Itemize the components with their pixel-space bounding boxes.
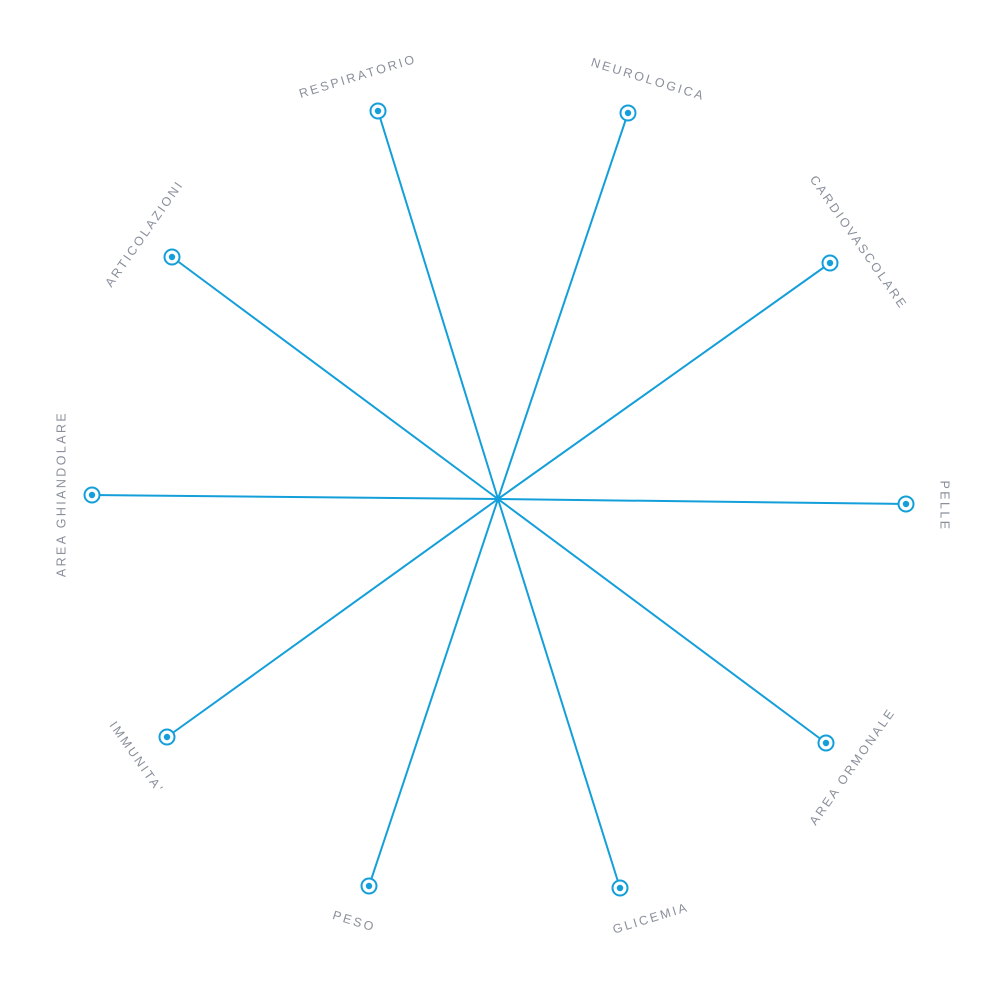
node-dot-peso	[365, 882, 373, 890]
node-dot-articolazioni	[168, 253, 176, 261]
node-dot-glicemia	[616, 884, 624, 892]
node-pelle[interactable]	[897, 495, 915, 513]
node-peso[interactable]	[360, 877, 378, 895]
node-dot-cardiovascolare	[826, 259, 834, 267]
node-glicemia[interactable]	[611, 879, 629, 897]
spokes-group	[91, 110, 907, 889]
node-dot-respiratorio	[374, 107, 382, 115]
spoke-articolazioni	[171, 256, 499, 500]
node-dot-area-ormonale	[822, 739, 830, 747]
node-area-ghiandolare[interactable]	[83, 486, 101, 504]
spoke-respiratorio	[377, 110, 499, 500]
label-respiratorio: RESPIRATORIO	[297, 52, 418, 101]
node-respiratorio[interactable]	[369, 102, 387, 120]
spoke-area-ormonale	[497, 498, 827, 744]
node-neurologica[interactable]	[619, 104, 637, 122]
nodes-group	[83, 102, 915, 897]
spoke-peso	[368, 498, 499, 887]
label-cardiovascolare: CARDIOVASCOLARE	[807, 173, 910, 312]
label-peso: PESO	[331, 908, 377, 934]
node-area-ormonale[interactable]	[817, 734, 835, 752]
spoke-immunita	[166, 498, 499, 738]
node-cardiovascolare[interactable]	[821, 254, 839, 272]
label-pelle: PELLE	[938, 481, 952, 532]
label-articolazioni: ARTICOLAZIONI	[102, 178, 186, 290]
label-immunita: IMMUNITA'	[107, 719, 167, 797]
node-dot-neurologica	[624, 109, 632, 117]
node-dot-pelle	[902, 500, 910, 508]
label-area-ormonale: AREA ORMONALE	[807, 705, 899, 827]
label-neurologica: NEUROLOGICA	[589, 55, 707, 103]
spoke-glicemia	[497, 498, 621, 889]
node-dot-area-ghiandolare	[88, 491, 96, 499]
node-articolazioni[interactable]	[163, 248, 181, 266]
spoke-area-ghiandolare	[91, 494, 499, 500]
node-dot-immunita	[163, 733, 171, 741]
label-area-ghiandolare: AREA GHIANDOLARE	[54, 411, 68, 577]
spoke-cardiovascolare	[497, 262, 831, 500]
spoke-pelle	[497, 498, 907, 505]
spoke-neurologica	[497, 112, 629, 500]
labels-group: NEUROLOGICA CARDIOVASCOLARE PELLE AREA ORMO…	[54, 52, 951, 937]
label-glicemia: GLICEMIA	[611, 900, 691, 936]
node-immunita[interactable]	[158, 728, 176, 746]
